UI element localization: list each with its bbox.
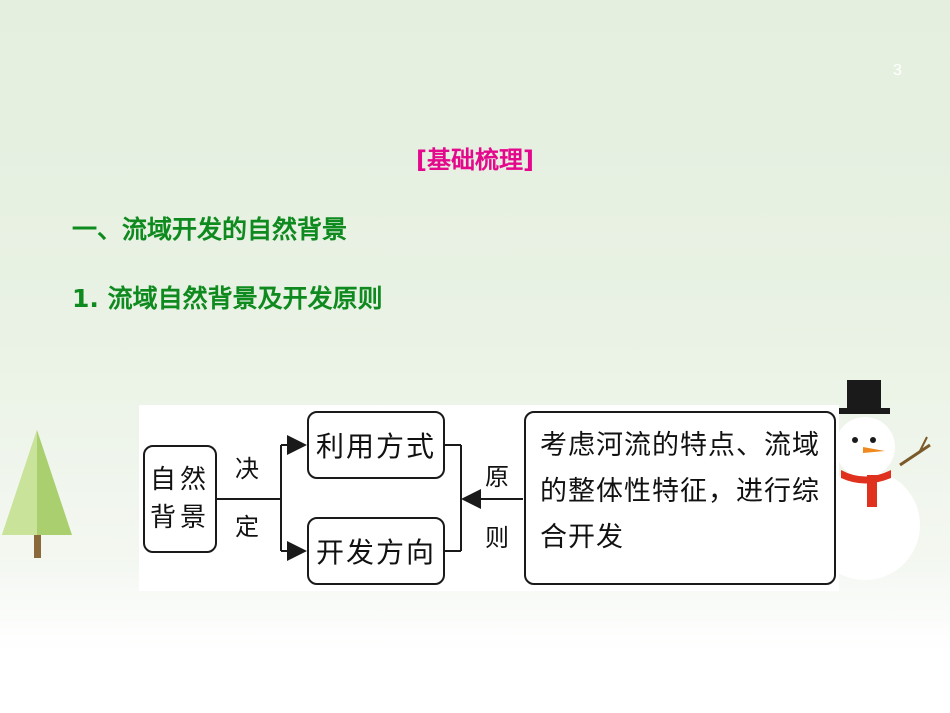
natural-background-box: 自然背景 [143,445,217,553]
principle-box: 考虑河流的特点、流域的整体性特征，进行综合开发 [524,411,836,585]
label-decide-2: 定 [235,513,259,541]
subsection-heading: 1. 流域自然背景及开发原则 [72,284,383,313]
section-tag: [基础梳理] [416,146,534,174]
label-principle-1: 原 [485,463,509,491]
page-number: 3 [893,62,902,79]
label-principle-2: 则 [485,524,509,552]
section-heading: 一、流域开发的自然背景 [72,215,348,244]
tree-icon [2,430,72,558]
development-direction-box: 开发方向 [307,517,445,585]
utilization-method-box: 利用方式 [307,411,445,479]
flow-diagram: 自然背景 决 定 利用方式 开发方向 原 则 考虑河流的特点、流域的整体性特征，… [139,405,839,591]
label-decide-1: 决 [235,455,259,483]
connector-lines [217,435,523,561]
